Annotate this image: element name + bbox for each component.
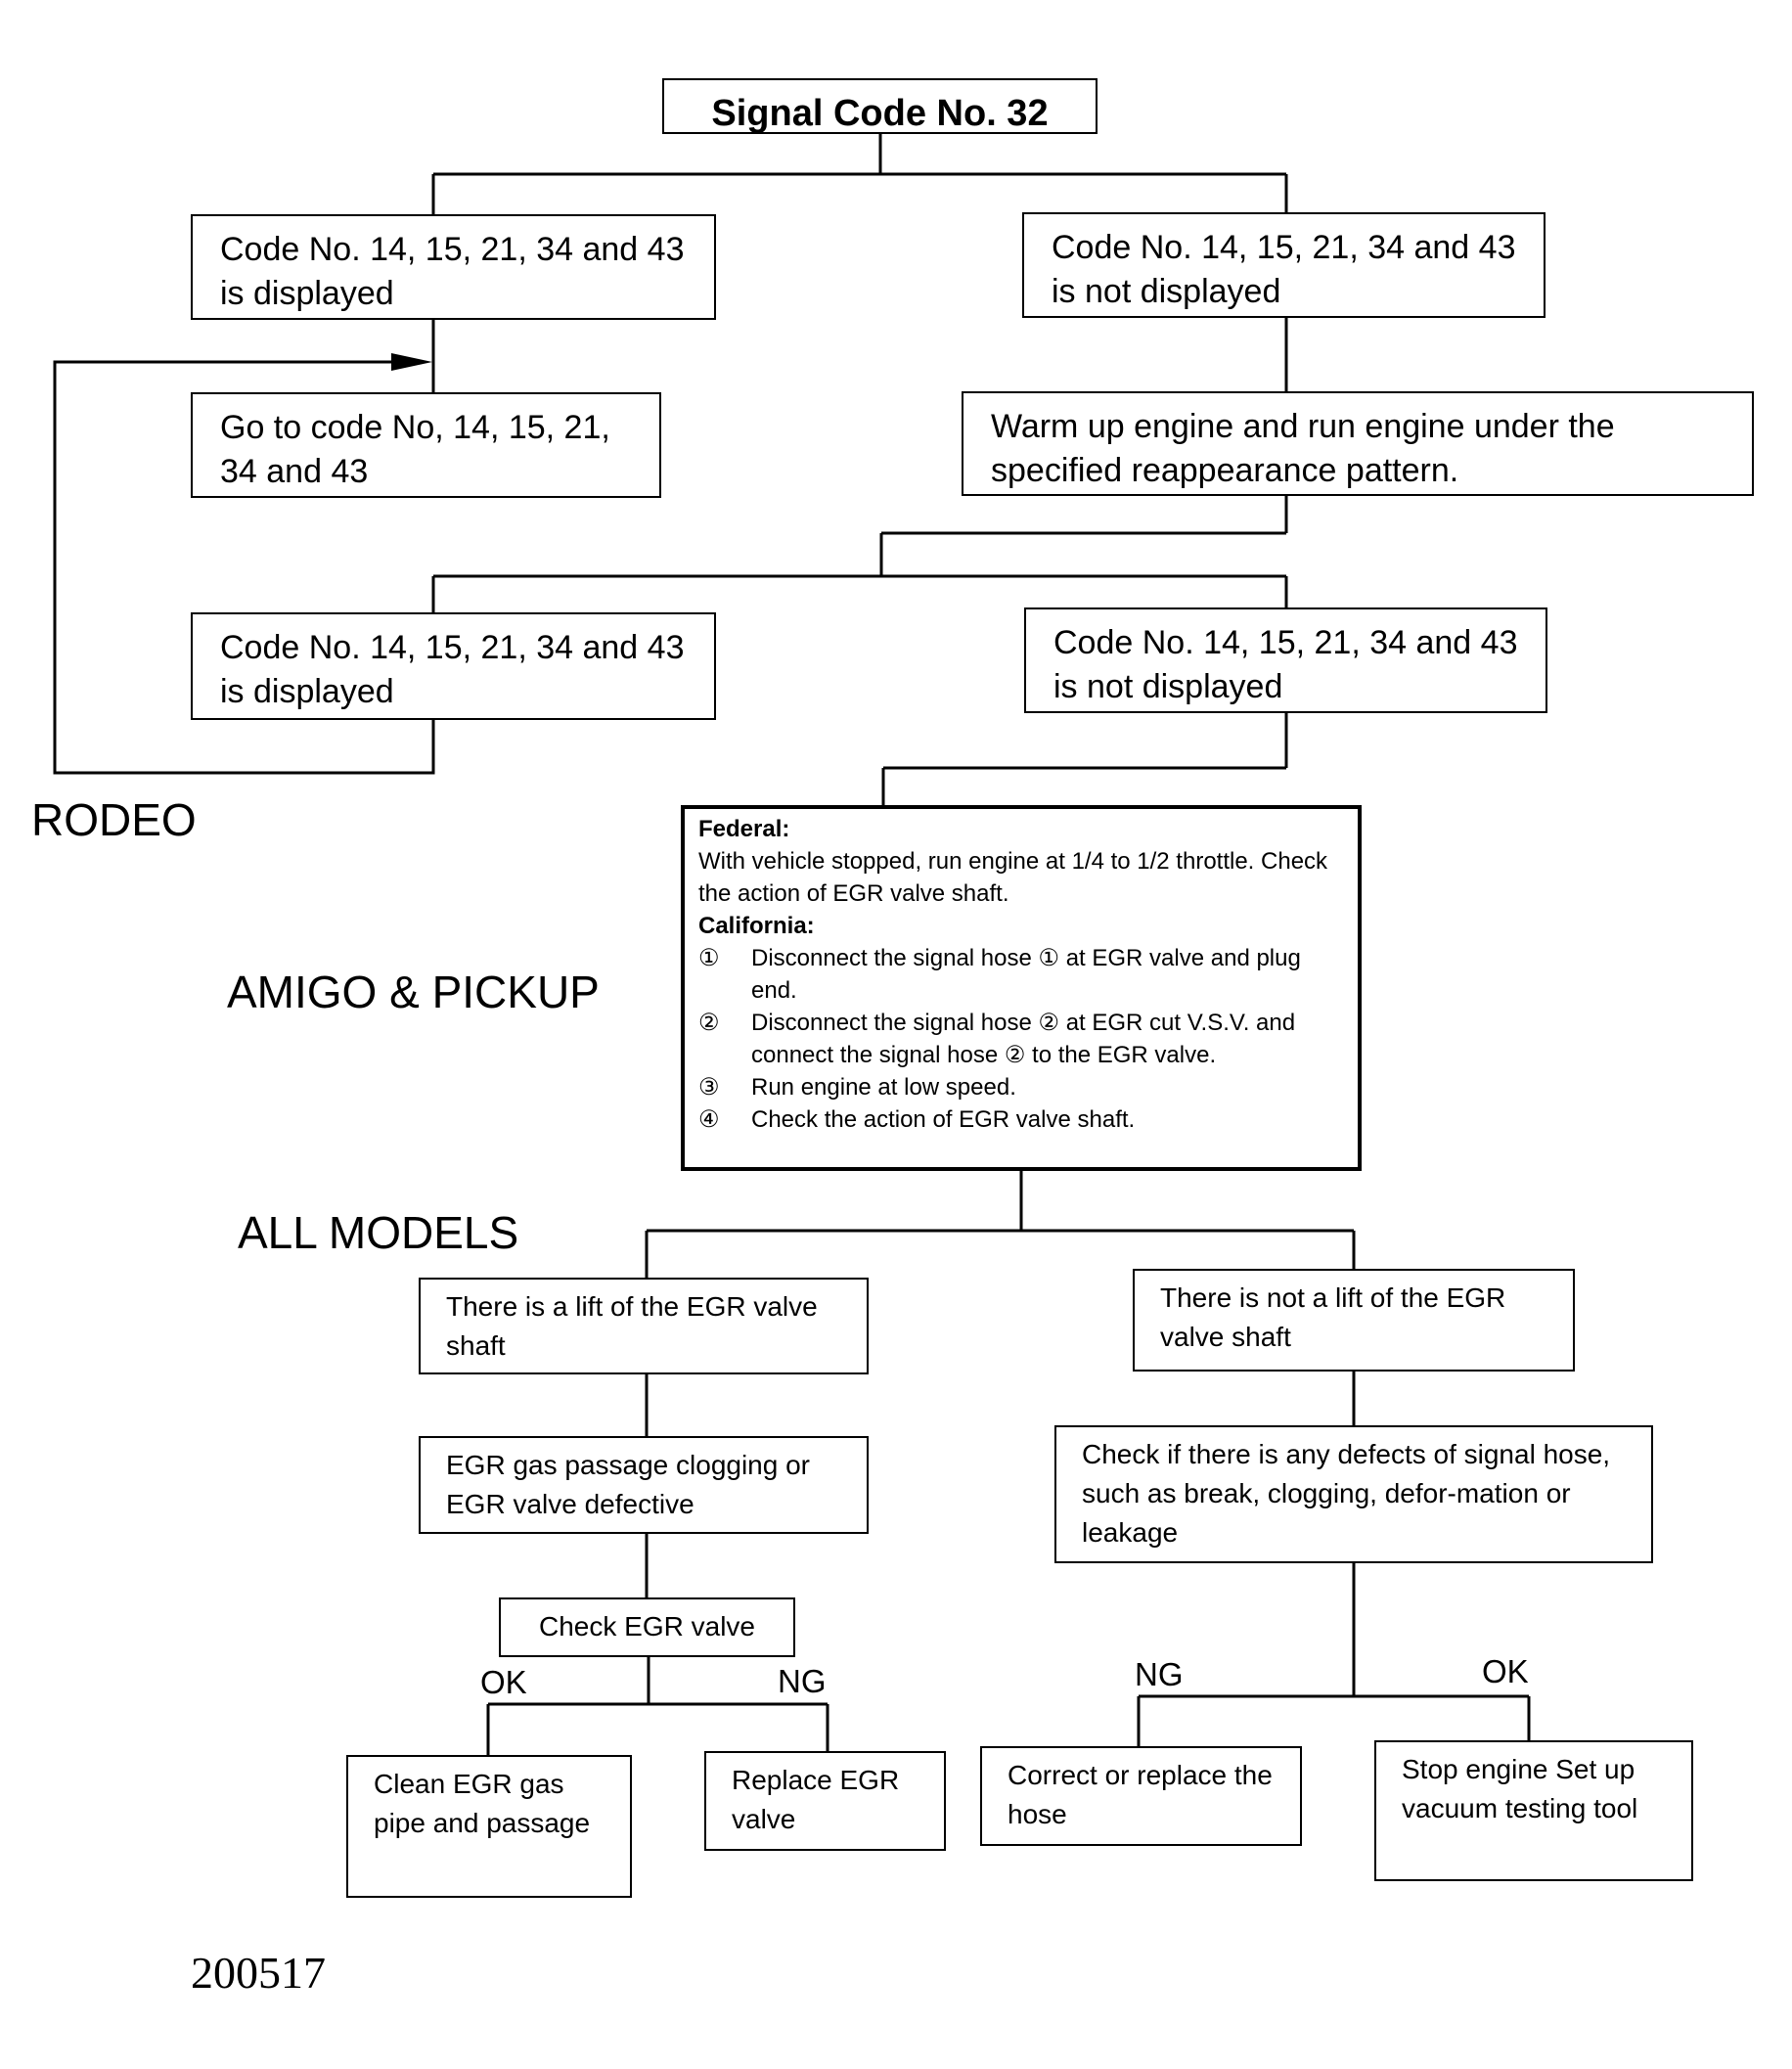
step-number: ④	[698, 1106, 720, 1133]
signal-code-title-box: Signal Code No. 32	[662, 78, 1098, 134]
step-text: Run engine at low speed.	[751, 1074, 1016, 1101]
lift-absent-box: There is not a lift of the EGR valve sha…	[1133, 1269, 1575, 1372]
stop-engine-box: Stop engine Set up vacuum testing tool	[1374, 1740, 1693, 1881]
code-displayed-box-mid: Code No. 14, 15, 21, 34 and 43 is displa…	[191, 612, 716, 720]
step-number: ②	[698, 1010, 720, 1036]
replace-egr-valve-box: Replace EGR valve	[704, 1751, 946, 1851]
ok-branch-label: OK	[480, 1664, 527, 1700]
step-text: Disconnect the signal hose ② at EGR cut …	[751, 1010, 1296, 1068]
all-models-label: ALL MODELS	[238, 1207, 519, 1258]
step-number: ①	[698, 945, 720, 971]
correct-replace-hose-box: Correct or replace the hose	[980, 1746, 1302, 1846]
federal-instructions: With vehicle stopped, run engine at 1/4 …	[698, 848, 1328, 907]
step-text: Disconnect the signal hose ① at EGR valv…	[751, 945, 1301, 1004]
go-to-code-box: Go to code No, 14, 15, 21, 34 and 43	[191, 392, 661, 498]
clean-egr-gas-pipe-box: Clean EGR gas pipe and passage	[346, 1755, 632, 1898]
egr-check-procedure-box: Federal: With vehicle stopped, run engin…	[681, 805, 1362, 1171]
code-not-displayed-box-mid: Code No. 14, 15, 21, 34 and 43 is not di…	[1024, 607, 1547, 713]
figure-code: 200517	[191, 1948, 326, 1998]
egr-passage-clogging-box: EGR gas passage clogging or EGR valve de…	[419, 1436, 869, 1534]
warm-up-engine-box: Warm up engine and run engine under the …	[962, 391, 1754, 496]
federal-heading: Federal:	[698, 816, 790, 842]
ok-branch-label: OK	[1482, 1653, 1529, 1689]
step-number: ③	[698, 1074, 720, 1101]
rodeo-label: RODEO	[31, 794, 197, 845]
california-step: ① Disconnect the signal hose ① at EGR val…	[698, 942, 1344, 1007]
check-egr-valve-box: Check EGR valve	[499, 1597, 795, 1657]
california-heading: California:	[698, 913, 815, 939]
amigo-pickup-label: AMIGO & PICKUP	[227, 967, 600, 1017]
california-step: ② Disconnect the signal hose ② at EGR cut…	[698, 1007, 1344, 1071]
step-text: Check the action of EGR valve shaft.	[751, 1106, 1136, 1133]
code-not-displayed-box-top: Code No. 14, 15, 21, 34 and 43 is not di…	[1022, 212, 1546, 318]
ng-branch-label: NG	[1135, 1656, 1184, 1692]
lift-present-box: There is a lift of the EGR valve shaft	[419, 1278, 869, 1374]
ng-branch-label: NG	[778, 1663, 827, 1699]
code-displayed-box-top: Code No. 14, 15, 21, 34 and 43 is displa…	[191, 214, 716, 320]
california-step: ④ Check the action of EGR valve shaft.	[698, 1103, 1344, 1136]
check-signal-hose-box: Check if there is any defects of signal …	[1054, 1425, 1653, 1563]
california-step: ③ Run engine at low speed.	[698, 1071, 1344, 1103]
